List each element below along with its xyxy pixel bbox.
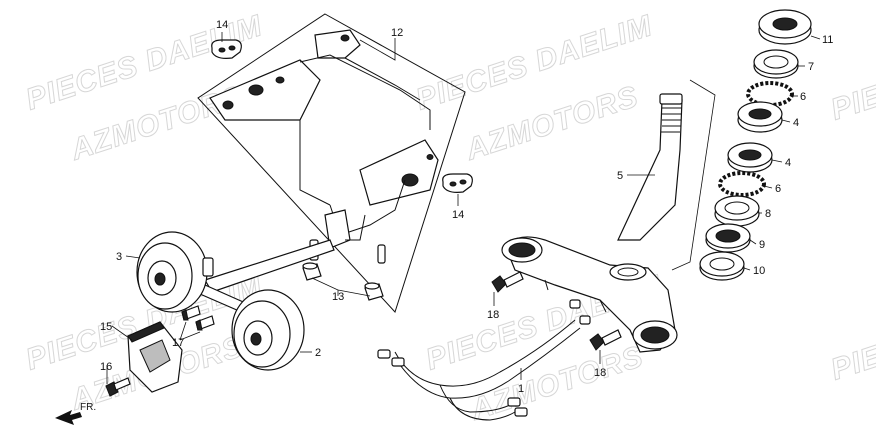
bolt-18-left xyxy=(491,271,524,293)
horn-upper xyxy=(136,231,214,313)
callout-horn-lower: 2 xyxy=(315,347,321,359)
callout-top-ball-race: 4 xyxy=(793,117,799,129)
callout-grommet-right: 14 xyxy=(452,209,464,221)
stem-nut xyxy=(758,9,812,45)
callout-top-cone-race: 7 xyxy=(808,61,814,73)
callout-dust-seal: 9 xyxy=(759,239,765,251)
bracket-15 xyxy=(127,321,183,393)
leader-lines xyxy=(106,32,821,384)
front-direction-arrow: FR. xyxy=(55,402,96,425)
bolt-18-right xyxy=(589,329,622,351)
grommet-right xyxy=(442,173,473,193)
bottom-cone-race xyxy=(714,195,760,227)
bottom-ball-race xyxy=(727,142,773,173)
ball-bearing-upper xyxy=(746,81,794,107)
direction-label: FR. xyxy=(80,402,96,413)
callout-bolt-16: 16 xyxy=(100,361,112,373)
steering-bearing-stack xyxy=(699,9,812,281)
horn-bracket xyxy=(209,29,439,264)
callout-bracket: 12 xyxy=(391,27,403,39)
wire-harness xyxy=(377,299,591,421)
grommet-top xyxy=(211,39,242,59)
callout-grommet-top: 14 xyxy=(216,19,228,31)
horn-lower xyxy=(231,289,305,371)
callout-bolt-18-right: 18 xyxy=(594,367,606,379)
callouts: 14 12 14 13 3 15 17 16 2 5 18 18 1 11 7 … xyxy=(100,19,833,395)
callout-bracket-15: 15 xyxy=(100,321,112,333)
dust-seal xyxy=(705,223,751,253)
callout-washer: 10 xyxy=(753,265,765,277)
dust-seal-washer xyxy=(699,251,745,281)
callout-bottom-cone-race: 8 xyxy=(765,208,771,220)
bearing-group-bracket xyxy=(671,79,716,271)
callout-bottom-ball-race: 4 xyxy=(785,157,791,169)
callout-bolts-17: 17 xyxy=(172,337,184,349)
ball-bearing-lower xyxy=(718,171,766,197)
callout-collar: 13 xyxy=(332,291,344,303)
bolt-16 xyxy=(105,377,131,397)
watermark-partial: PIE xyxy=(827,339,876,386)
callout-harness: 1 xyxy=(518,383,524,395)
callout-bolt-18-left: 18 xyxy=(487,309,499,321)
top-cone-race xyxy=(753,49,799,79)
callout-ball-lower: 6 xyxy=(775,183,781,195)
bolts-17 xyxy=(181,305,215,331)
callout-horn-upper: 3 xyxy=(116,251,122,263)
callout-ball-upper: 6 xyxy=(800,91,806,103)
bracket-group-outline xyxy=(197,13,466,313)
horn-stay xyxy=(199,239,335,315)
callout-stem-nut: 11 xyxy=(822,34,833,46)
callout-stem: 5 xyxy=(617,170,623,182)
steering-stem xyxy=(501,93,683,353)
top-ball-race xyxy=(737,101,783,133)
watermark-partial: PIE xyxy=(827,79,876,126)
